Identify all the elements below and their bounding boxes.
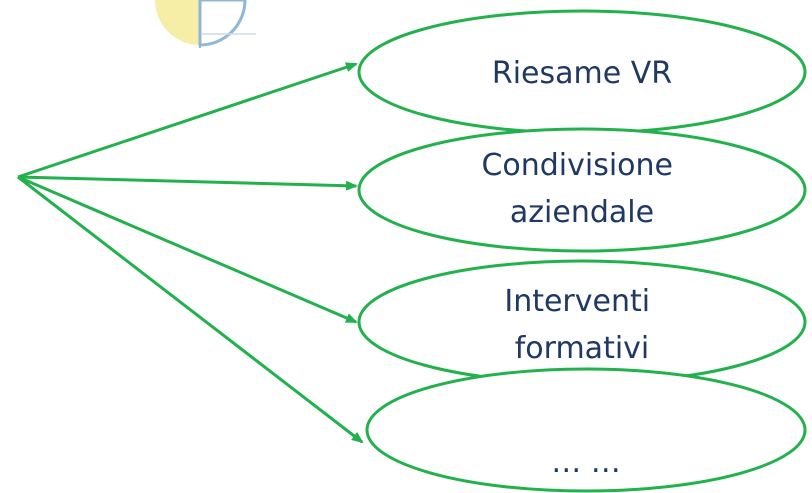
svg-text:Riesame VR: Riesame VR [492, 56, 672, 91]
node-2-label-line-2: aziendale [510, 195, 654, 230]
node-4-label-line-1: … … [551, 445, 621, 480]
node-4: … … [365, 367, 807, 493]
node-3-label-line-1: Interventi [504, 284, 650, 319]
arrow-to-node-1 [17, 62, 358, 179]
node-2-label-line-1: Condivisione [481, 148, 673, 183]
partial-logo-icon [155, 0, 256, 48]
arrow-to-node-3 [17, 175, 358, 324]
node-2-ellipse [357, 127, 807, 253]
arrow-to-node-2 [17, 175, 358, 191]
svg-text:Interventi formativi: Interventi formativi [504, 284, 659, 366]
node-1-label-line-1: Riesame VR [492, 56, 672, 91]
node-4-ellipse [365, 367, 807, 493]
svg-text:Condivisione aziendale: Condivisione aziendale [481, 148, 682, 230]
node-2: Condivisione aziendale [357, 127, 807, 253]
svg-text:… …: … … [551, 445, 621, 480]
node-3-label-line-2: formativi [515, 331, 650, 366]
arrows [17, 62, 364, 444]
node-3: Interventi formativi [357, 259, 807, 385]
arrow-to-node-4 [17, 175, 364, 444]
node-1: Riesame VR [357, 9, 807, 135]
